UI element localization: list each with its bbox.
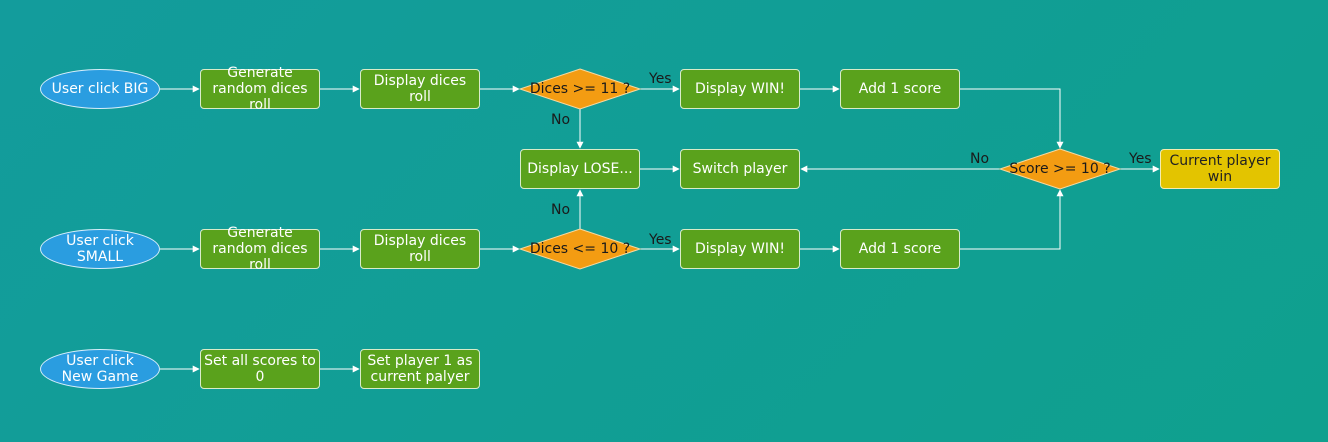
set-player-node: Set player 1 as current palyer <box>360 349 480 389</box>
current-player-win-node: Current player win <box>1160 149 1280 189</box>
edge-label-big-yes: Yes <box>649 71 672 87</box>
decision-score-label: Score >= 10 ? <box>1009 161 1111 177</box>
generate-roll-small-node: Generate random dices roll <box>200 225 320 273</box>
edge-label-big-no: No <box>551 112 571 128</box>
display-win-small-node: Display WIN! <box>680 229 800 269</box>
edge-label-small-no: No <box>551 202 571 218</box>
edge-add-small-score <box>960 189 1064 250</box>
generate-roll-big-node: Generate random dices roll <box>200 65 320 113</box>
decision-small-label: Dices <= 10 ? <box>529 241 631 257</box>
set-scores-node: Set all scores to 0 <box>200 349 320 389</box>
edge-add-big-score <box>960 88 1064 149</box>
edge-label-score-no: No <box>970 151 990 167</box>
decision-score-diamond <box>998 148 1122 190</box>
display-lose-node: Display LOSE... <box>520 149 640 189</box>
switch-player-node: Switch player <box>680 149 800 189</box>
add-score-big-node: Add 1 score <box>840 69 960 109</box>
user-click-small-node: User click SMALL <box>40 229 160 269</box>
decision-small-diamond <box>518 228 642 270</box>
user-click-new-game-node: User click New Game <box>40 349 160 389</box>
display-win-big-node: Display WIN! <box>680 69 800 109</box>
display-roll-big-node: Display dices roll <box>360 69 480 109</box>
add-score-small-node: Add 1 score <box>840 229 960 269</box>
decision-big-diamond <box>518 68 642 110</box>
edge-label-small-yes: Yes <box>649 232 672 248</box>
user-click-big-node: User click BIG <box>40 69 160 109</box>
display-roll-small-node: Display dices roll <box>360 229 480 269</box>
edge-label-score-yes: Yes <box>1129 151 1152 167</box>
decision-big-label: Dices >= 11 ? <box>529 81 631 97</box>
